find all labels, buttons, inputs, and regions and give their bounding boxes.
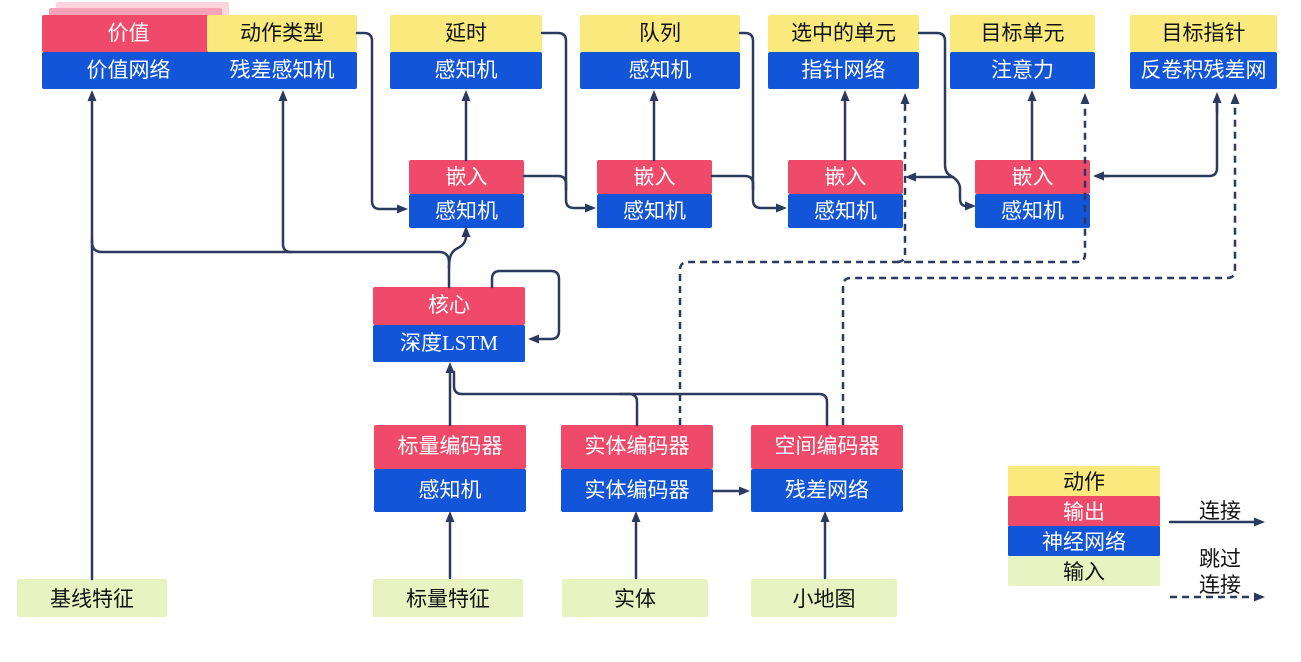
input-scalar-features: 标量特征 <box>373 579 523 617</box>
node-embed-3: 嵌入 感知机 <box>788 160 903 228</box>
node-value-network-label: 价值网络 <box>42 52 215 89</box>
node-embed-2-output-label: 嵌入 <box>597 160 712 194</box>
legend-network-swatch: 神经网络 <box>1008 526 1160 556</box>
node-spatial-encoder: 空间编码器 残差网络 <box>751 425 903 512</box>
node-target-point-action-label: 目标指针 <box>1130 15 1277 52</box>
legend-swatches: 动作 输出 神经网络 输入 <box>1008 466 1160 617</box>
connector-rail-to-action-type <box>278 90 293 254</box>
node-core-output-label: 核心 <box>373 287 525 325</box>
connector-spatial-encoder-rail <box>452 370 829 427</box>
node-entity-encoder: 实体编码器 实体编码器 <box>561 425 713 512</box>
node-embed-1: 嵌入 感知机 <box>409 160 524 228</box>
node-delay-network-label: 感知机 <box>390 52 542 89</box>
node-action-type-network-label: 残差感知机 <box>207 52 357 89</box>
node-target-unit: 目标单元 注意力 <box>950 15 1095 89</box>
node-embed-3-network-label: 感知机 <box>788 194 903 228</box>
node-queue-action-label: 队列 <box>580 15 740 52</box>
node-selected-units-network-label: 指针网络 <box>768 52 919 89</box>
connector-embed-4-target-point <box>1094 102 1219 178</box>
skip-spatial-to-target-point <box>841 93 1240 425</box>
legend-solid-arrow-label: 连接 <box>1199 499 1241 523</box>
connector-core-left-rail <box>90 238 451 289</box>
node-entity-encoder-output-label: 实体编码器 <box>561 425 713 469</box>
node-embed-1-network-label: 感知机 <box>409 194 524 228</box>
skip-entity-to-target-unit <box>678 93 1090 425</box>
node-spatial-encoder-output-label: 空间编码器 <box>751 425 903 469</box>
connector-embed-2-merge <box>710 174 755 192</box>
node-embed-4-output-label: 嵌入 <box>975 160 1090 194</box>
node-value: 价值 价值网络 <box>42 15 215 89</box>
node-embed-1-output-label: 嵌入 <box>409 160 524 194</box>
node-target-point: 目标指针 反卷积残差网 <box>1130 15 1277 89</box>
node-target-unit-network-label: 注意力 <box>950 52 1095 89</box>
node-embed-2-network-label: 感知机 <box>597 194 712 228</box>
node-embed-3-output-label: 嵌入 <box>788 160 903 194</box>
node-embed-2: 嵌入 感知机 <box>597 160 712 228</box>
node-action-type-action-label: 动作类型 <box>207 15 357 52</box>
node-delay-action-label: 延时 <box>390 15 542 52</box>
node-core-network-label: 深度LSTM <box>373 324 525 362</box>
legend-output-swatch: 输出 <box>1008 496 1160 526</box>
input-minimap: 小地图 <box>751 579 897 617</box>
legend-action-swatch: 动作 <box>1008 466 1160 496</box>
input-baseline-features: 基线特征 <box>17 579 167 617</box>
node-delay: 延时 感知机 <box>390 15 542 89</box>
node-queue-network-label: 感知机 <box>580 52 740 89</box>
legend-input-swatch: 输入 <box>1008 556 1160 586</box>
node-value-output-label: 价值 <box>42 15 215 52</box>
node-selected-units-action-label: 选中的单元 <box>768 15 919 52</box>
node-entity-encoder-network-label: 实体编码器 <box>561 468 713 512</box>
legend-skip-arrow-label-line2: 连接 <box>1199 573 1241 597</box>
node-scalar-encoder: 标量编码器 感知机 <box>374 425 526 512</box>
node-selected-units: 选中的单元 指针网络 <box>768 15 919 89</box>
node-embed-4: 嵌入 感知机 <box>975 160 1090 228</box>
node-target-unit-action-label: 目标单元 <box>950 15 1095 52</box>
connector-core-to-embed-1 <box>447 226 471 270</box>
node-core: 核心 深度LSTM <box>373 287 525 362</box>
node-scalar-encoder-output-label: 标量编码器 <box>374 425 526 469</box>
node-action-type: 动作类型 残差感知机 <box>207 15 357 89</box>
legend-skip-arrow-label-line1: 跳过 <box>1199 547 1241 571</box>
node-scalar-encoder-network-label: 感知机 <box>374 468 526 512</box>
node-embed-4-network-label: 感知机 <box>975 194 1090 228</box>
input-entities: 实体 <box>562 579 708 617</box>
connector-entity-encoder-merge <box>618 392 639 427</box>
node-spatial-encoder-network-label: 残差网络 <box>751 468 903 512</box>
connector-embed-1-merge <box>522 174 568 192</box>
node-queue: 队列 感知机 <box>580 15 740 89</box>
node-target-point-network-label: 反卷积残差网 <box>1130 52 1277 89</box>
